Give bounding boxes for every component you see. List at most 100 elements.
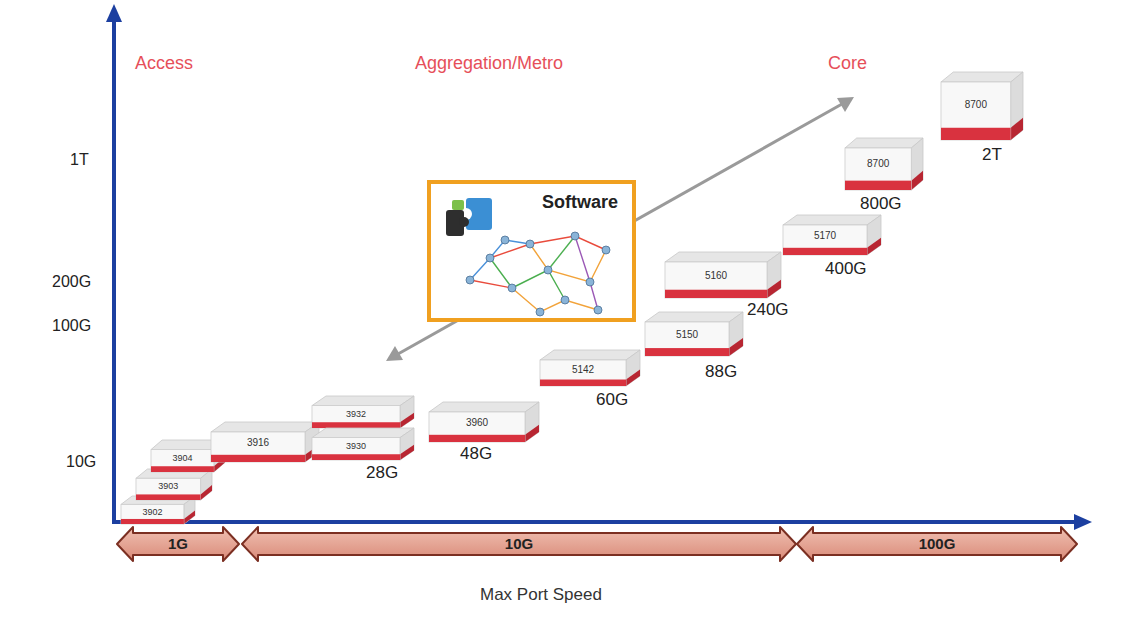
model-number: 3932 [346,409,366,419]
box-front [136,478,201,500]
box-front [121,504,184,524]
double-arrow [797,527,1077,561]
device-box: 393028G [312,428,414,460]
box-top [429,402,539,412]
model-number: 3916 [247,438,269,450]
arrow-shaft [398,104,842,354]
box-side [867,215,881,255]
box-side-band [184,511,195,524]
zone-label: Aggregation/Metro [415,53,563,74]
box-front [312,406,400,428]
puzzle-tab [459,217,469,227]
device-box: 3932 [312,396,414,428]
model-number: 3904 [172,453,192,463]
box-band [429,435,525,442]
model-number: 8700 [965,99,987,111]
capacity-label: 240G [747,300,789,320]
model-number: 8700 [867,159,889,171]
device-box: 5160240G [665,252,781,298]
box-top [783,215,881,225]
box-band [665,290,767,298]
box-front [429,412,525,442]
model-number: 5160 [705,270,727,282]
box-front [211,432,305,462]
double-arrow [117,527,239,561]
network-nodes [466,232,610,316]
zone-label: Access [135,53,193,74]
software-illustration [429,182,634,320]
box-side-band [626,370,640,386]
axis-tick-label: 1T [70,151,89,169]
speed-label: 10G [505,535,533,552]
box-top [845,138,923,148]
speed-range-arrow: 10G [242,527,796,561]
y-axis-head [106,4,122,22]
box-front [783,225,867,255]
capacity-label: 800G [860,194,902,214]
network-graph [470,236,606,312]
capacity-label: 400G [825,259,867,279]
arrow-head [837,97,854,112]
box-side [400,428,414,460]
box-side-band [201,485,212,500]
speed-range-arrow: 100G [797,527,1077,561]
axis-tick-label: 200G [52,273,91,291]
device-box: 87002T [941,72,1023,140]
box-side-band [525,425,539,442]
arrow-head [386,346,403,361]
box-side-band [867,238,881,255]
model-number: 3960 [466,418,488,430]
box-top [645,312,743,322]
box-side-band [400,413,414,428]
box-band [211,455,305,462]
axis-title: Max Port Speed [480,585,602,605]
box-side [400,396,414,428]
box-top [540,350,640,360]
speed-range-arrow: 1G [117,527,239,561]
y-axis [112,18,116,524]
box-front [665,262,767,298]
device-box: 515088G [645,312,743,356]
axis-tick-label: 100G [52,317,91,335]
capacity-label: 28G [366,463,398,483]
box-top [312,428,414,438]
puzzle-piece [452,200,464,210]
model-number: 3902 [142,507,162,517]
box-band [312,422,400,428]
model-number: 5142 [572,364,594,376]
box-side [767,252,781,298]
model-number: 3930 [346,441,366,451]
box-band [121,519,184,524]
box-side-band [767,280,781,298]
box-band [540,380,626,386]
box-side-band [1011,118,1023,140]
box-front [312,438,400,460]
box-band [941,128,1011,140]
box-front [645,322,729,356]
box-band [845,181,911,190]
capacity-label: 60G [596,390,628,410]
box-band [312,454,400,460]
model-number: 5170 [814,231,836,243]
box-side-band [911,171,923,190]
box-side [1011,72,1023,140]
axis-tick-label: 10G [66,453,96,471]
box-side [201,469,212,500]
device-box: 3903 [136,469,212,500]
box-front [845,148,911,190]
double-arrow [242,527,796,561]
software-ground [429,182,634,320]
box-side [729,312,743,356]
speed-label: 1G [168,535,188,552]
box-side [525,402,539,442]
box-front [151,450,214,472]
capacity-label: 2T [982,145,1002,165]
box-side [911,138,923,190]
box-top [665,252,781,262]
box-band [136,494,201,500]
box-front [941,82,1011,140]
box-band [783,248,867,255]
box-side-band [729,338,743,356]
